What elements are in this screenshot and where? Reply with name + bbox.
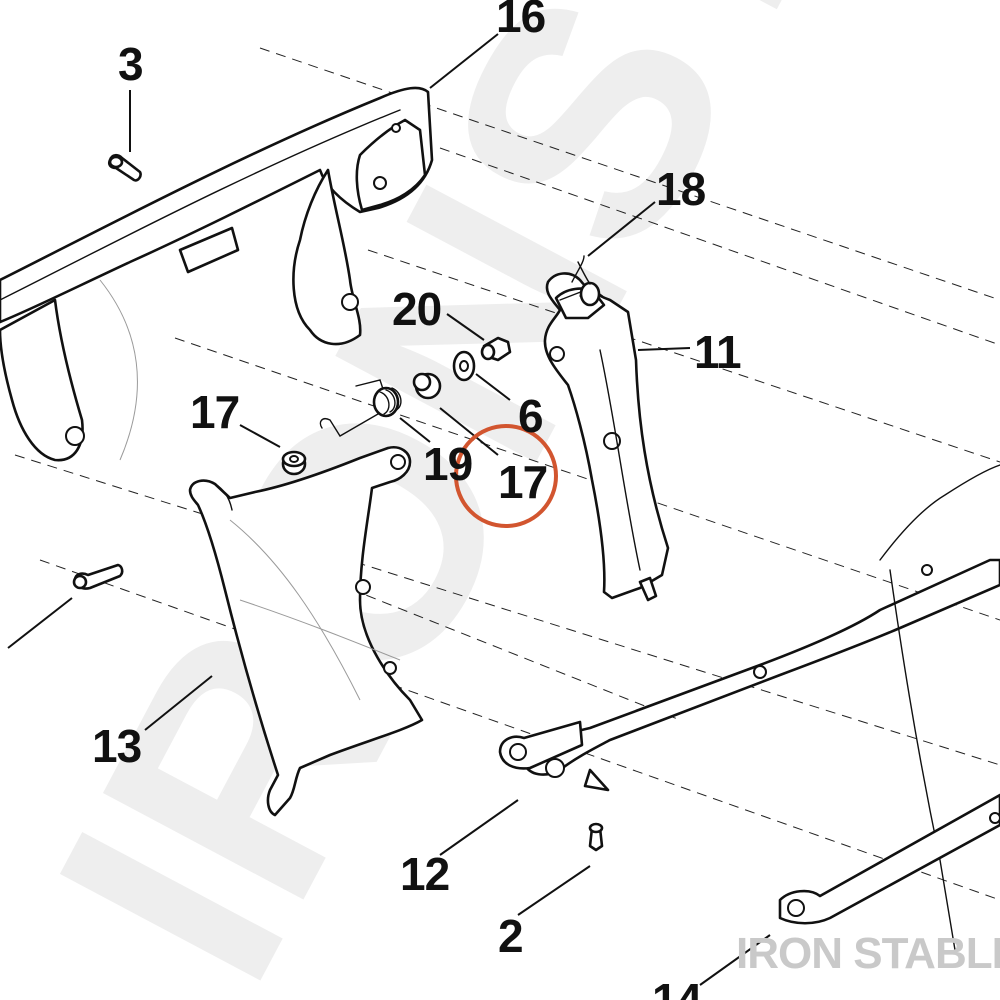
part-19-spring [319,379,402,437]
highlight-circle [454,424,558,528]
part-12-lower-arm [498,464,1000,951]
callout-20: 20 [392,283,441,335]
part-16-upper-housing [0,86,434,462]
callout-16: 16 [496,0,545,42]
part-18-spring [559,261,601,307]
part-2-screw [588,822,604,852]
callout-11: 11 [694,326,741,378]
leader-lines [7,33,771,986]
part-bolt-left [72,563,124,590]
part-17-spacer [412,372,442,400]
assembly-axis-lines [14,47,1000,901]
callout-14: 14 [652,974,703,1000]
callout-12: 12 [400,848,449,900]
callout-6: 6 [518,390,543,442]
part-3-bolt [107,153,142,182]
callout-3: 3 [118,38,143,90]
part-17-bushing [281,450,307,476]
callout-13: 13 [92,720,141,772]
part-6-washer [452,350,476,382]
part-14-lower-link [778,793,1000,925]
callout-17-bushing: 17 [190,386,239,438]
watermark-small: IRON STABLE [736,929,1000,978]
callout-18: 18 [656,163,706,215]
part-13-left-bracket [188,446,424,817]
part-20-nut [480,336,512,362]
callout-2: 2 [498,910,523,962]
callout-17-highlighted: 17 [498,456,547,508]
callout-19: 19 [423,438,472,490]
